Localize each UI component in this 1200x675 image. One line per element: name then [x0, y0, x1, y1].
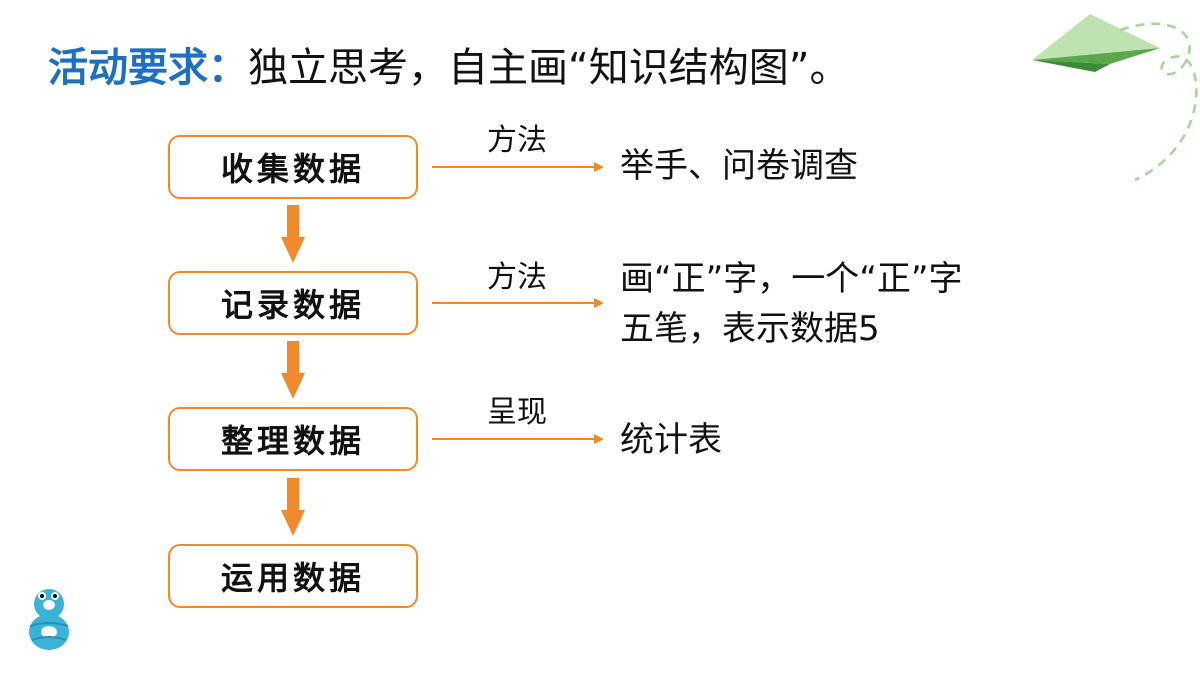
right-arrow-line	[432, 166, 600, 168]
step-box-record: 记录数据	[168, 271, 418, 335]
down-arrow-icon	[281, 478, 305, 536]
edge-label-method: 方法	[487, 123, 547, 158]
right-arrow-head-icon	[594, 434, 604, 444]
title-label: 活动要求：	[48, 45, 248, 91]
edge-label-present: 呈现	[487, 395, 547, 430]
step-box-collect: 收集数据	[168, 135, 418, 199]
result-record-line-2: 五笔，表示数据5	[620, 309, 880, 349]
title-text: 独立思考，自主画“知识结构图”。	[248, 45, 850, 91]
edge-label-method: 方法	[487, 260, 547, 295]
step-box-apply: 运用数据	[168, 544, 418, 608]
result-statistics-table: 统计表	[620, 420, 722, 460]
paper-plane-icon	[1032, 14, 1198, 182]
right-arrow-line	[432, 438, 600, 440]
right-arrow-line	[432, 302, 600, 304]
down-arrow-icon	[281, 205, 305, 263]
result-record-line-1: 画“正”字，一个“正”字	[620, 259, 963, 299]
activity-requirement-title: 活动要求：独立思考，自主画“知识结构图”。	[48, 40, 849, 96]
right-arrow-head-icon	[594, 162, 604, 172]
number-eight-mascot-icon	[29, 589, 69, 650]
step-box-organize: 整理数据	[168, 407, 418, 471]
right-arrow-head-icon	[594, 298, 604, 308]
result-collect-methods: 举手、问卷调查	[620, 146, 858, 186]
down-arrow-icon	[281, 341, 305, 399]
